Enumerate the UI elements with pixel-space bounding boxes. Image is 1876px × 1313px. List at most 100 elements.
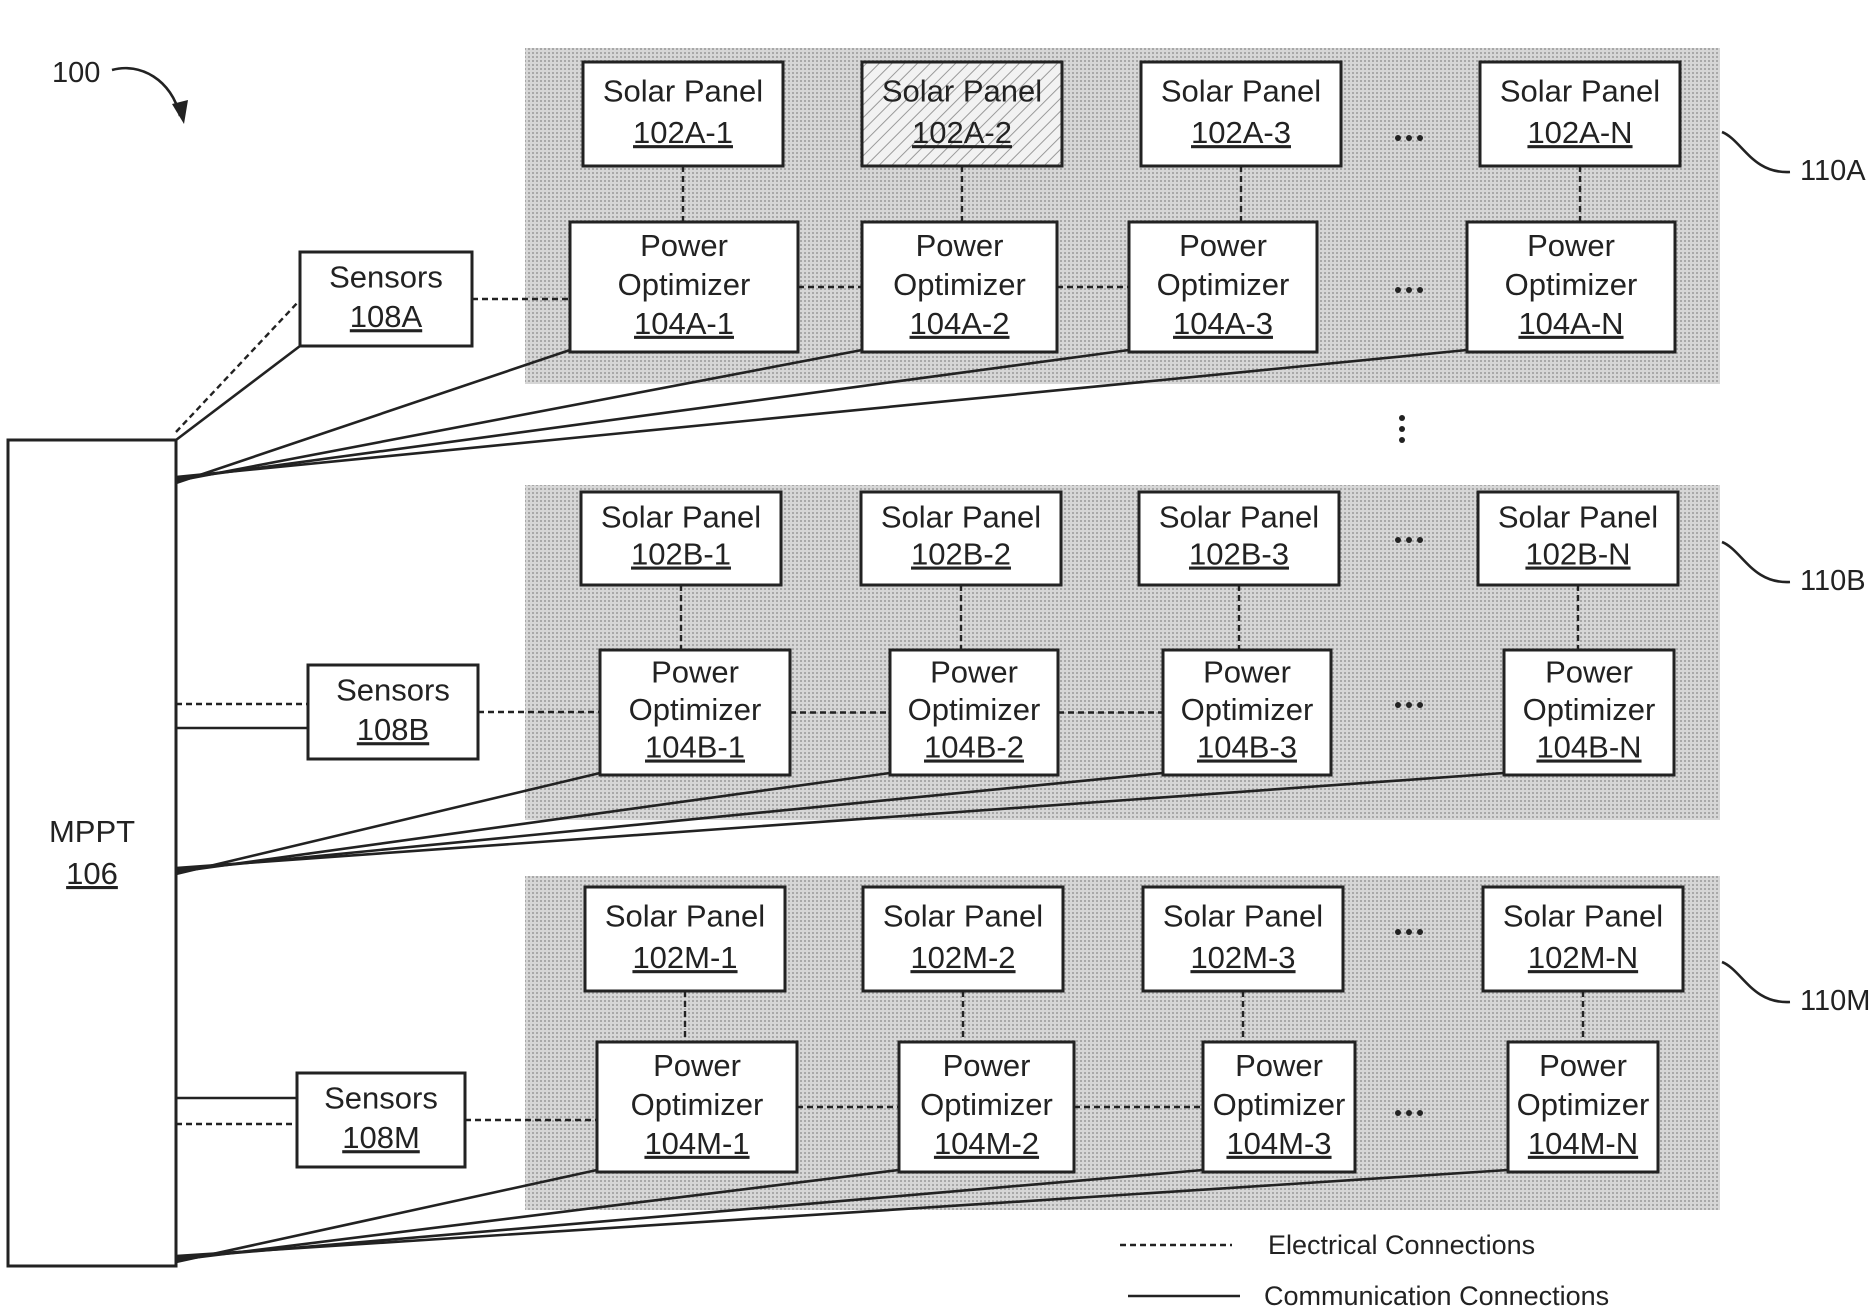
optimizer-line1: Power — [1179, 228, 1267, 263]
optimizer-ref: 104B-2 — [924, 730, 1024, 765]
optimizer-ref: 104M-1 — [644, 1126, 749, 1161]
optimizer-line1: Power — [1527, 228, 1615, 263]
optimizer-ref: 104B-3 — [1197, 730, 1297, 765]
optimizer-line2: Optimizer — [1523, 692, 1656, 727]
group-leader-line — [1722, 132, 1790, 172]
optimizer-line1: Power — [930, 655, 1018, 690]
sensors-title: Sensors — [324, 1081, 438, 1116]
ellipsis-dot — [1399, 426, 1405, 432]
legend-communication-label: Communication Connections — [1264, 1281, 1609, 1308]
optimizer-ref: 104B-N — [1536, 730, 1641, 765]
optimizer-line1: Power — [1545, 655, 1633, 690]
sensors-ref: 108A — [350, 299, 423, 334]
solar-panel-title: Solar Panel — [605, 899, 765, 934]
solar-panel-title: Solar Panel — [1503, 899, 1663, 934]
optimizer-line1: Power — [1539, 1048, 1627, 1083]
solar-panel-ref: 102B-N — [1525, 537, 1630, 572]
ellipsis-dot — [1406, 287, 1412, 293]
optimizer-line1: Power — [943, 1048, 1031, 1083]
solar-panel-title: Solar Panel — [881, 499, 1041, 534]
solar-panel-title: Solar Panel — [1500, 74, 1660, 109]
optimizer-line2: Optimizer — [618, 267, 751, 302]
optimizer-ref: 104A-1 — [634, 306, 734, 341]
solar-panel-title: Solar Panel — [882, 74, 1042, 109]
optimizer-line2: Optimizer — [631, 1087, 764, 1122]
solar-panel-ref: 102A-3 — [1191, 115, 1291, 150]
solar-panel-ref: 102B-2 — [911, 537, 1011, 572]
ellipsis-dot — [1406, 1110, 1412, 1116]
solar-panel-title: Solar Panel — [1161, 74, 1321, 109]
optimizer-line2: Optimizer — [1517, 1087, 1650, 1122]
panel-ellipsis — [1395, 135, 1423, 141]
sensors-ref: 108M — [342, 1120, 420, 1155]
optimizer-line1: Power — [1203, 655, 1291, 690]
optimizer-ref: 104M-2 — [934, 1126, 1039, 1161]
optimizer-line2: Optimizer — [1213, 1087, 1346, 1122]
optimizer-line1: Power — [640, 228, 728, 263]
solar-panel-title: Solar Panel — [1498, 499, 1658, 534]
sensor-comm-line — [176, 346, 300, 440]
ellipsis-dot — [1417, 135, 1423, 141]
ellipsis-dot — [1395, 929, 1401, 935]
optimizer-line1: Power — [653, 1048, 741, 1083]
optimizer-line1: Power — [651, 655, 739, 690]
ellipsis-dot — [1417, 287, 1423, 293]
optimizer-line2: Optimizer — [920, 1087, 1053, 1122]
sensors-ref: 108B — [357, 712, 429, 747]
figure-number: 100 — [52, 57, 100, 89]
ellipsis-dot — [1406, 929, 1412, 935]
group-leader-line — [1722, 542, 1790, 582]
solar-panel-ref: 102M-1 — [632, 940, 737, 975]
ellipsis-dot — [1417, 702, 1423, 708]
solar-panel-ref: 102B-1 — [631, 537, 731, 572]
mppt-box — [8, 440, 176, 1266]
ellipsis-dot — [1417, 537, 1423, 543]
optimizer-ref: 104A-N — [1518, 306, 1623, 341]
solar-panel-title: Solar Panel — [1159, 499, 1319, 534]
solar-panel-ref: 102A-1 — [633, 115, 733, 150]
solar-panel-ref: 102M-2 — [910, 940, 1015, 975]
ellipsis-dot — [1399, 415, 1405, 421]
ellipsis-dot — [1399, 437, 1405, 443]
figure-arrow-line — [112, 68, 180, 116]
optimizer-ellipsis — [1395, 287, 1423, 293]
ellipsis-dot — [1417, 1110, 1423, 1116]
ellipsis-dot — [1417, 929, 1423, 935]
optimizer-ref: 104A-2 — [910, 306, 1010, 341]
solar-panel-title: Solar Panel — [603, 74, 763, 109]
solar-panel-title: Solar Panel — [1163, 899, 1323, 934]
ellipsis-dot — [1395, 135, 1401, 141]
ellipsis-dot — [1406, 537, 1412, 543]
sensor-elec-line — [176, 300, 300, 432]
optimizer-line1: Power — [916, 228, 1004, 263]
group-label: 110B — [1800, 565, 1866, 597]
mppt-ref: 106 — [66, 856, 118, 891]
optimizer-line1: Power — [1235, 1048, 1323, 1083]
optimizer-line2: Optimizer — [908, 692, 1041, 727]
optimizer-ref: 104B-1 — [645, 730, 745, 765]
figure-arrow-head — [172, 100, 188, 124]
optimizer-line2: Optimizer — [1181, 692, 1314, 727]
optimizer-comm-line — [176, 350, 862, 481]
ellipsis-dot — [1395, 1110, 1401, 1116]
optimizer-ref: 104M-3 — [1226, 1126, 1331, 1161]
ellipsis-dot — [1395, 702, 1401, 708]
solar-panel-ref: 102M-3 — [1190, 940, 1295, 975]
solar-panel-title: Solar Panel — [883, 899, 1043, 934]
optimizer-ellipsis — [1395, 1110, 1423, 1116]
optimizer-line2: Optimizer — [629, 692, 762, 727]
panel-ellipsis — [1395, 537, 1423, 543]
group-label: 110A — [1800, 155, 1866, 187]
solar-panel-ref: 102A-N — [1527, 115, 1632, 150]
group-leader-line — [1722, 962, 1790, 1002]
optimizer-ref: 104M-N — [1528, 1126, 1638, 1161]
ellipsis-dot — [1395, 287, 1401, 293]
optimizer-ref: 104A-3 — [1173, 306, 1273, 341]
mppt-title: MPPT — [49, 814, 135, 849]
ellipsis-dot — [1406, 702, 1412, 708]
sensors-title: Sensors — [329, 260, 443, 295]
optimizer-ellipsis — [1395, 702, 1423, 708]
legend-electrical-label: Electrical Connections — [1268, 1230, 1535, 1260]
